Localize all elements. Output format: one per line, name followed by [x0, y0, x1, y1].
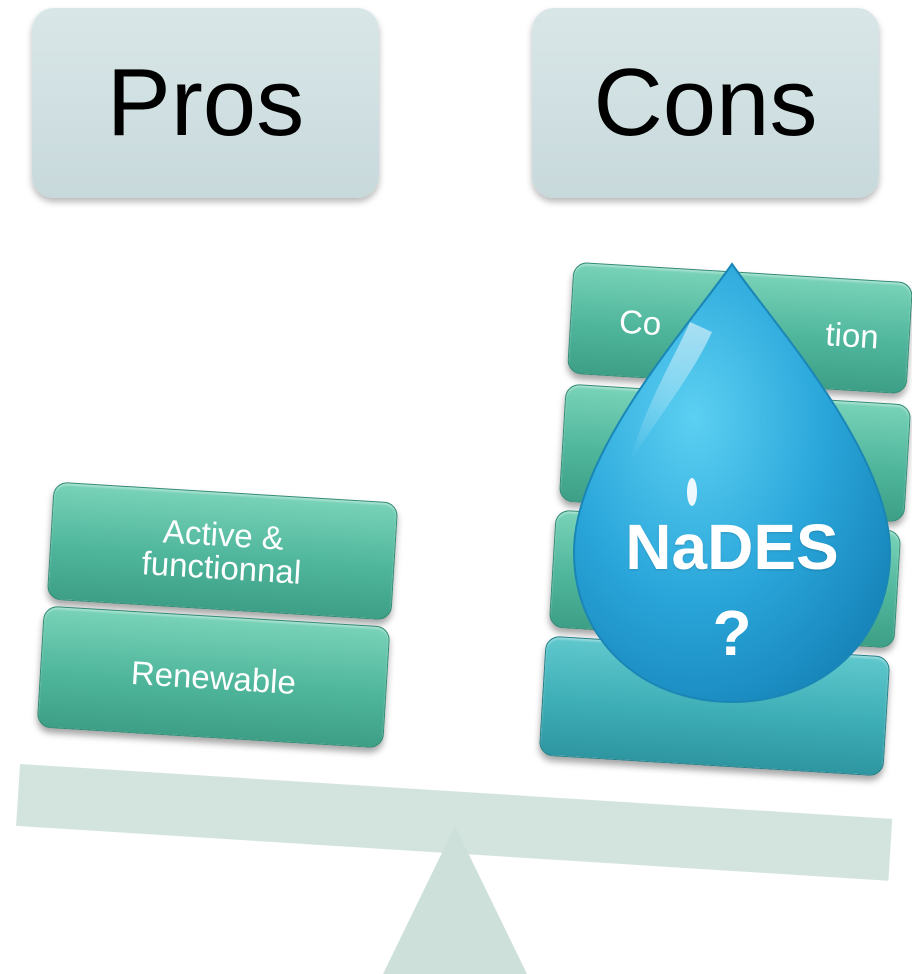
pros-block-renewable: Renewable	[36, 605, 391, 749]
pros-block-active-functional: Active & functionnal	[46, 481, 399, 621]
drop-label: NaDES	[625, 511, 839, 583]
scale-fulcrum	[383, 826, 527, 974]
pros-header-label: Pros	[106, 49, 305, 156]
drop-question-mark: ?	[712, 597, 752, 669]
water-drop-icon	[572, 262, 892, 704]
cons-header: Cons	[532, 8, 879, 198]
pros-block-label: Active & functionnal	[140, 512, 303, 591]
pros-block-label: Renewable	[129, 653, 298, 701]
cons-header-label: Cons	[593, 49, 818, 156]
pros-header: Pros	[32, 8, 379, 198]
